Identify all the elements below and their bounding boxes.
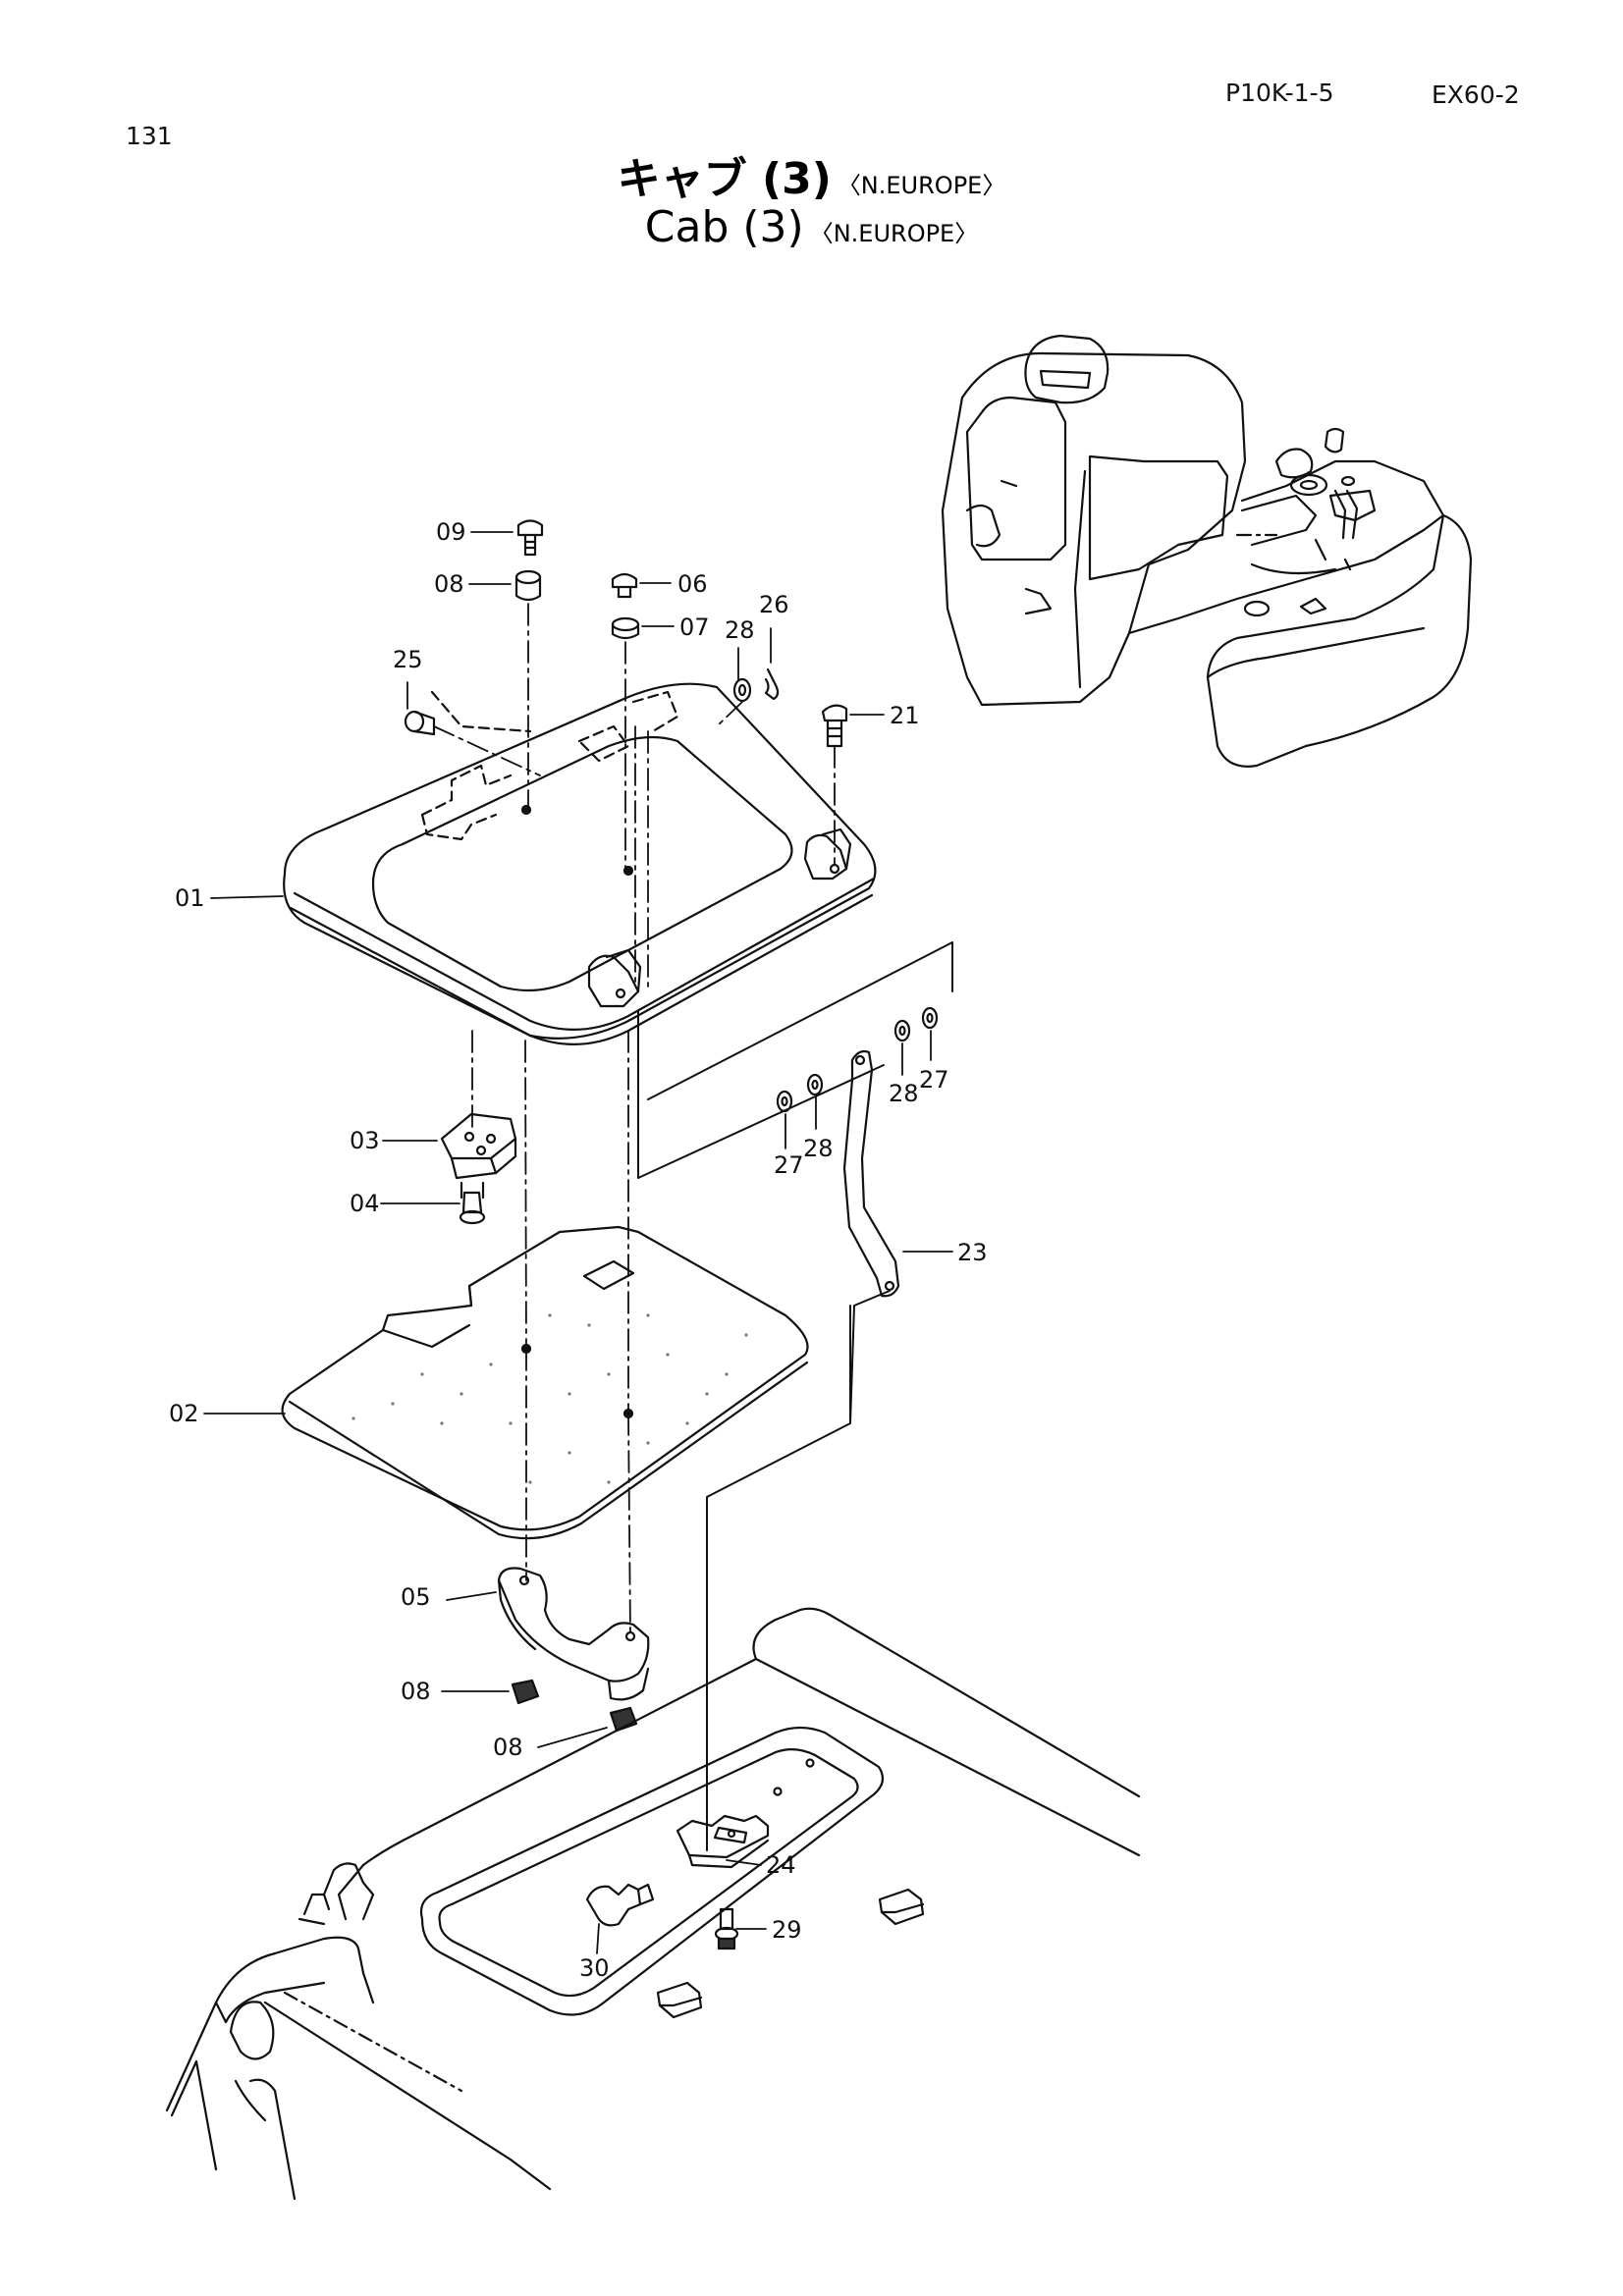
small-fasteners-top [404, 519, 848, 748]
title-english-line: Cab (3)〈N.EUROPE〉 [0, 202, 1623, 252]
callout-08-upper: 08 [401, 1678, 431, 1705]
callout-29: 29 [772, 1916, 802, 1944]
callout-09: 08 [434, 570, 464, 598]
title-region-en: 〈N.EUROPE〉 [809, 220, 979, 247]
callout-28-mid: 28 [803, 1135, 834, 1162]
callout-03: 03 [350, 1127, 380, 1154]
callout-23: 24 [766, 1851, 796, 1879]
callout-01: 01 [175, 884, 205, 912]
hinge-leader-lines [637, 941, 953, 1851]
callout-02: 02 [169, 1400, 199, 1427]
page-code: P10K-1-5 [1225, 79, 1334, 107]
assembly-lines [433, 603, 836, 1637]
title-region-jp: 〈N.EUROPE〉 [837, 172, 1006, 199]
callout-06: 06 [677, 570, 708, 598]
callout-27-right: 27 [919, 1066, 949, 1094]
excavator-overview [941, 334, 1473, 768]
callout-leaders [203, 531, 953, 1954]
handle-05 [497, 1567, 650, 1733]
page-number: 131 [126, 122, 173, 150]
callout-08-lower: 08 [493, 1734, 523, 1761]
stay-24 [776, 1006, 939, 1298]
callout-07: 07 [679, 614, 710, 641]
callout-30: 30 [579, 1954, 610, 1982]
callout-28-right: 28 [889, 1080, 919, 1107]
callout-28-top: 28 [725, 616, 755, 644]
title-english: Cab (3) [644, 202, 804, 252]
callout-21: 21 [890, 702, 920, 729]
callout-05: 05 [401, 1583, 431, 1611]
title-japanese-line: キャブ (3)〈N.EUROPE〉 [0, 143, 1623, 206]
floor-mat [281, 1225, 809, 1540]
bracket-03 [440, 1112, 517, 1225]
model-code: EX60-2 [1432, 80, 1520, 109]
callout-04: 04 [350, 1190, 380, 1217]
callout-24: 23 [957, 1239, 988, 1266]
callout-27-left: 27 [774, 1151, 804, 1179]
callout-labels: 09 08 06 07 25 28 26 21 01 03 04 02 05 0… [169, 518, 988, 1982]
title-japanese: キャブ (3) [617, 154, 832, 204]
hatch-lid [283, 682, 877, 1045]
callout-26: 26 [759, 591, 789, 618]
callout-25: 25 [393, 646, 423, 673]
cab-floor-outline [165, 1607, 1141, 2201]
callout-10: 09 [436, 518, 466, 546]
